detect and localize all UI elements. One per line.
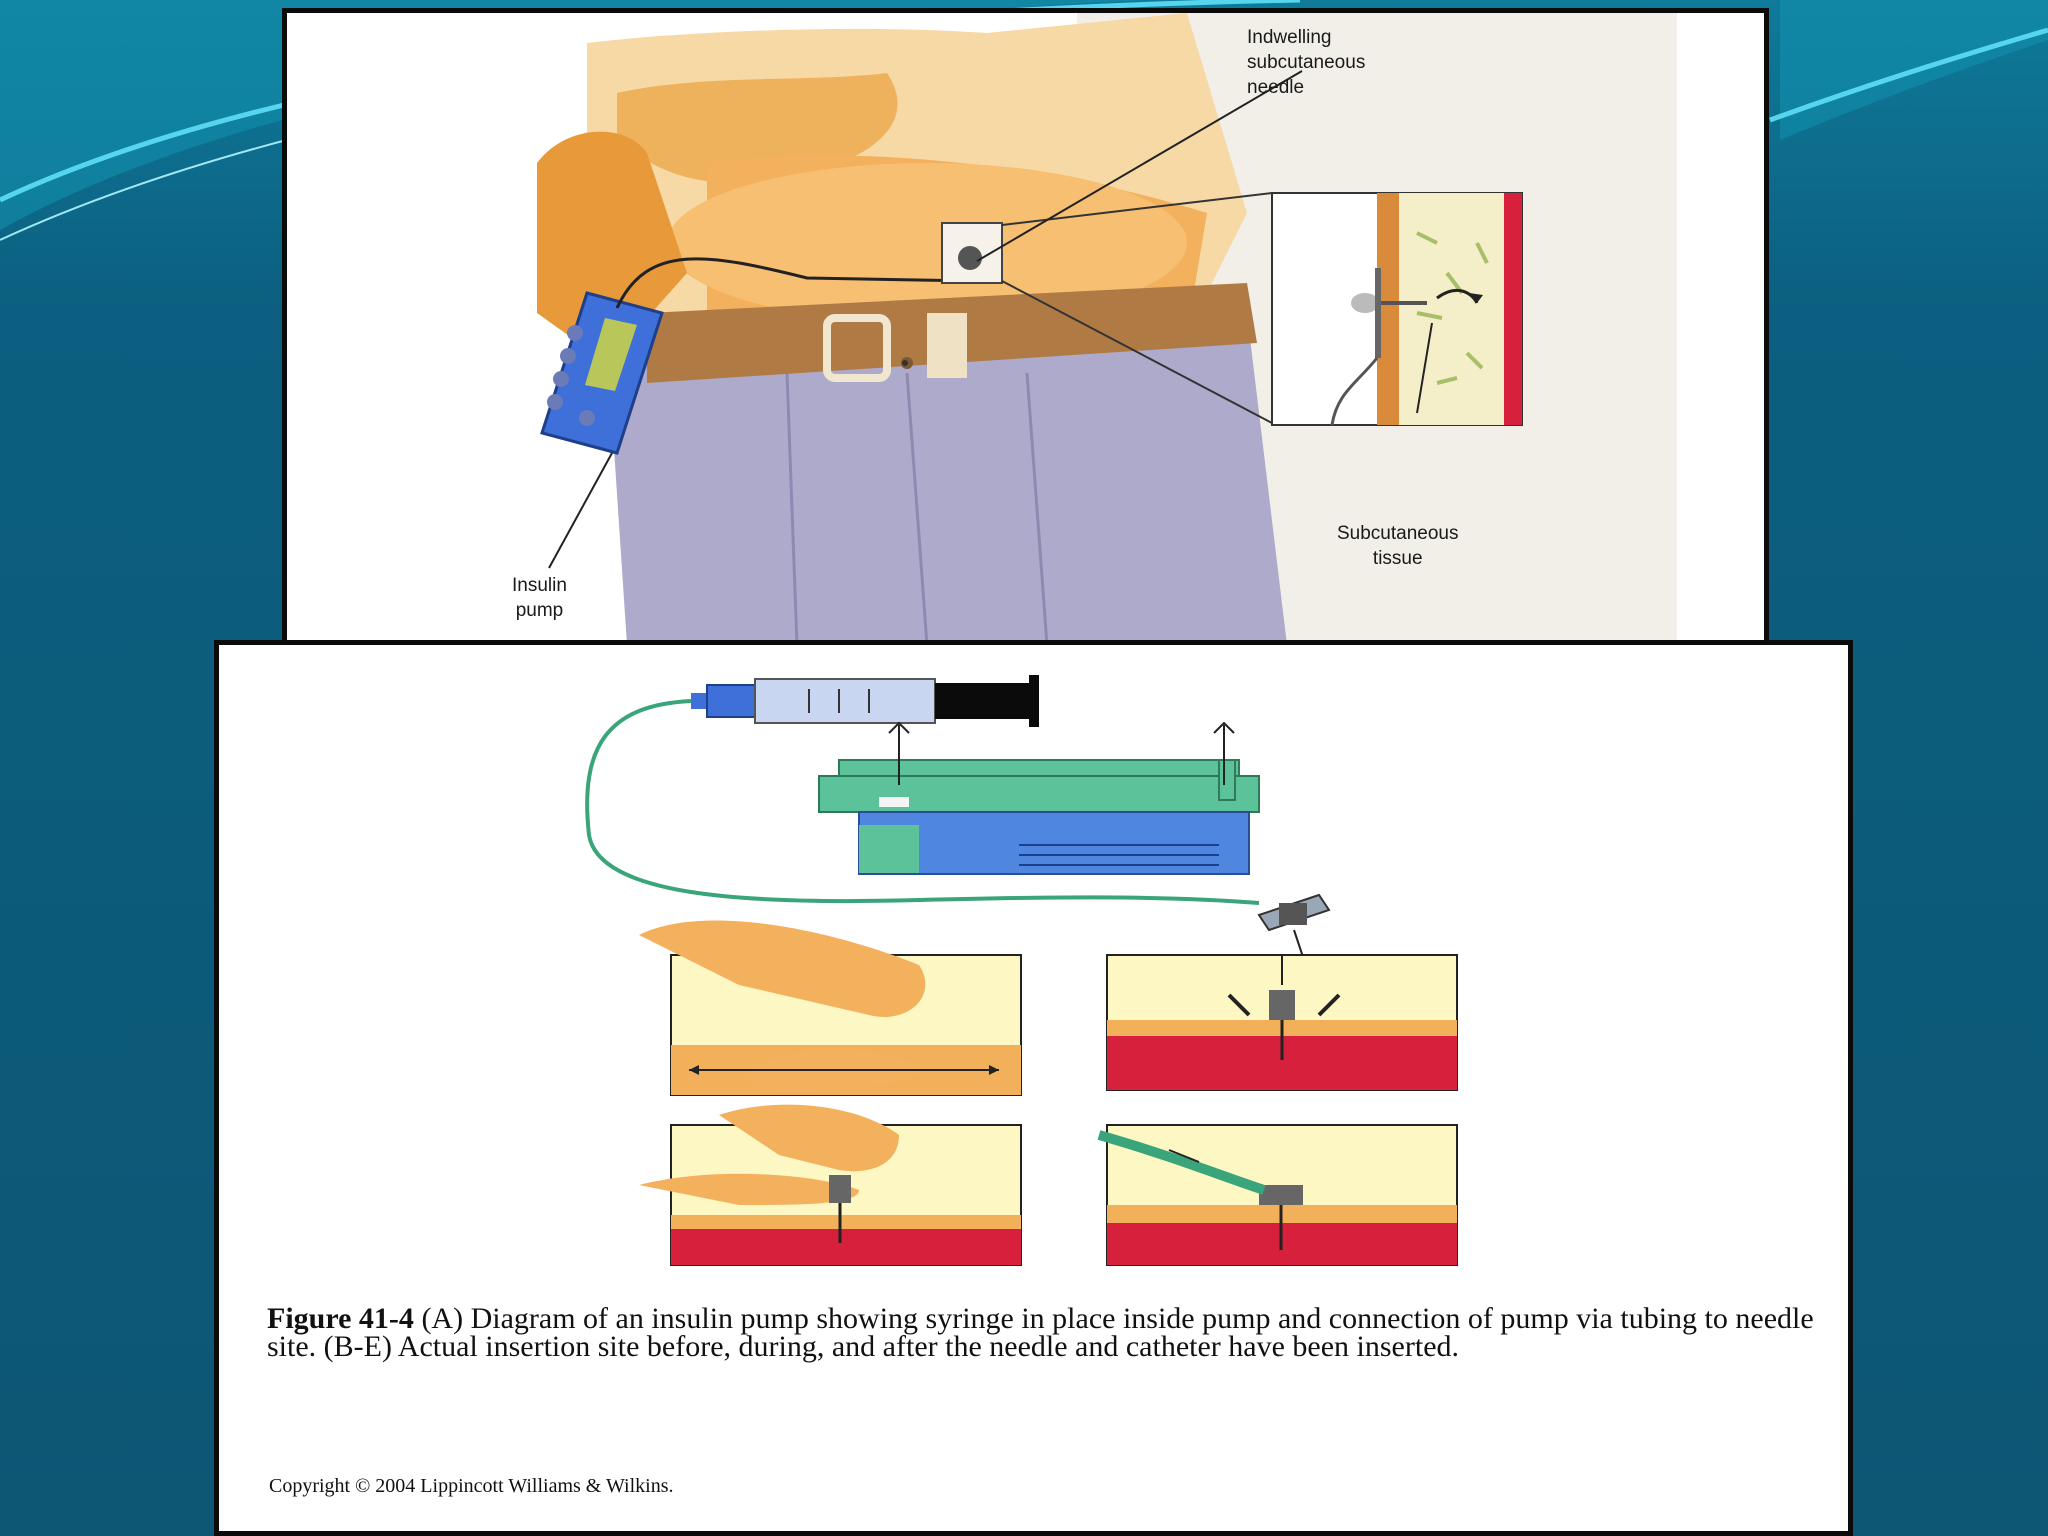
needle-label: Indwelling subcutaneous needle [1247, 27, 1366, 98]
figure-caption-text: (A) Diagram of an insulin pump showing s… [267, 1302, 1814, 1363]
tissue-label: Subcutaneous tissue [1337, 523, 1459, 569]
step-c-panel [1106, 954, 1458, 1091]
insulin-pump-body-illustration: Indwelling subcutaneous needle Subcutane… [282, 8, 1769, 650]
step-b-panel [639, 920, 1022, 1096]
figure-number: Figure 41-4 [267, 1302, 414, 1335]
pump-label: Insulin pump [512, 575, 567, 621]
insulin-pump-figure-panel: Figure 41-4 (A) Diagram of an insulin pu… [214, 640, 1853, 1536]
step-d-panel [639, 1104, 1022, 1266]
copyright-notice: Copyright © 2004 Lippincott Williams & W… [269, 1475, 674, 1497]
butterfly-needle [1257, 893, 1331, 961]
step-e-panel [1097, 1124, 1458, 1266]
insulin-pump-device [540, 291, 664, 455]
pump-diagram [585, 675, 1458, 1266]
syringe [691, 675, 1039, 727]
body-drawing [537, 13, 1677, 645]
figure-caption: Figure 41-4 (A) Diagram of an insulin pu… [267, 1302, 1827, 1363]
pump-body [818, 721, 1260, 875]
